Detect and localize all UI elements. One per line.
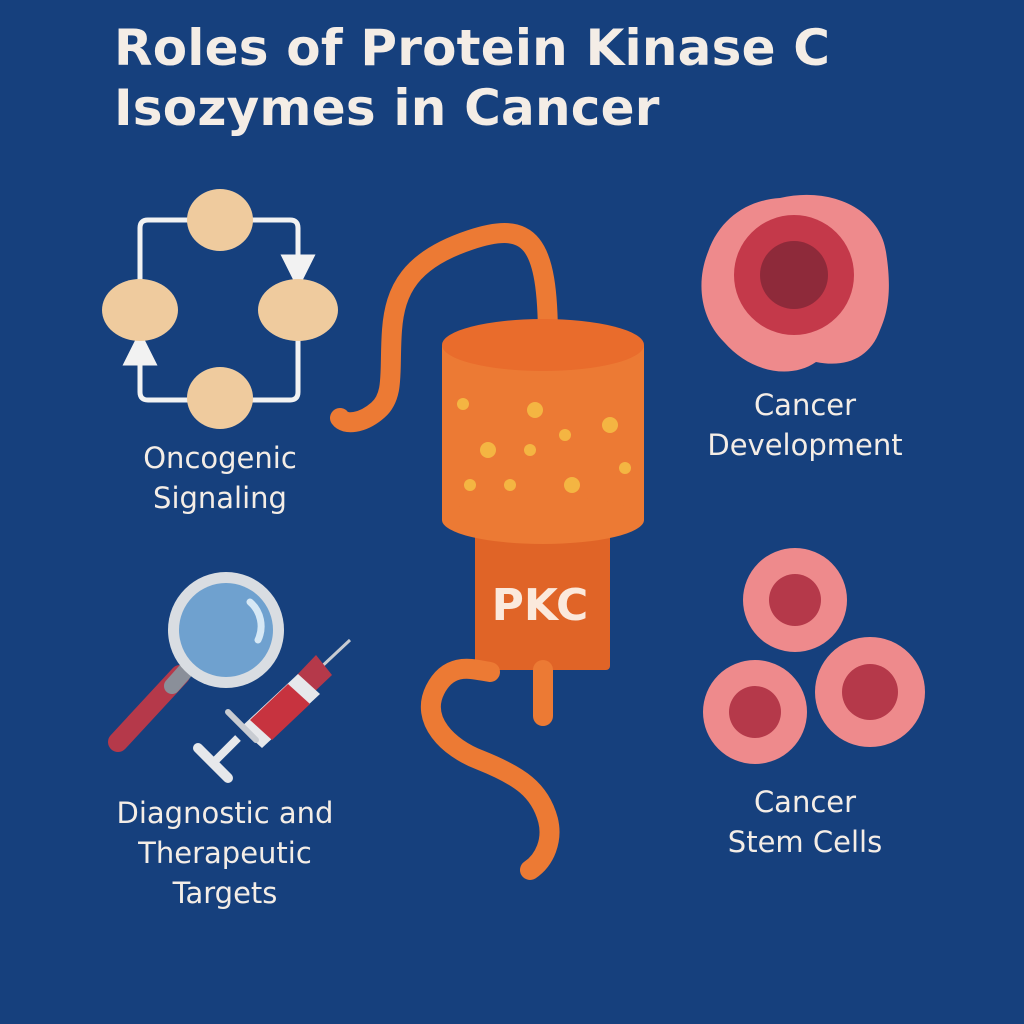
signal-node-bottom [187, 367, 253, 429]
signal-node-left [102, 279, 178, 341]
magnifier-syringe-icon [108, 572, 352, 783]
title-line-1: Roles of Protein Kinase C [114, 19, 831, 77]
pkc-protein-icon [330, 223, 644, 880]
signal-node-top [187, 189, 253, 251]
cancer-cell-icon [701, 194, 889, 372]
signaling-cycle-icon [102, 189, 338, 429]
stem-cells-icon [703, 548, 925, 764]
cancer-stem-cells-label: Cancer Stem Cells [727, 785, 883, 859]
cancer-development-label: Cancer Development [707, 388, 903, 462]
signal-node-right [258, 279, 338, 341]
title-line-2: Isozymes in Cancer [114, 79, 660, 137]
diagnostic-therapeutic-label: Diagnostic and Therapeutic Targets [116, 796, 334, 910]
page-title: Roles of Protein Kinase C Isozymes in Ca… [114, 18, 974, 138]
oncogenic-signaling-label: Oncogenic Signaling [143, 441, 297, 515]
pkc-label: PKC [491, 580, 589, 631]
